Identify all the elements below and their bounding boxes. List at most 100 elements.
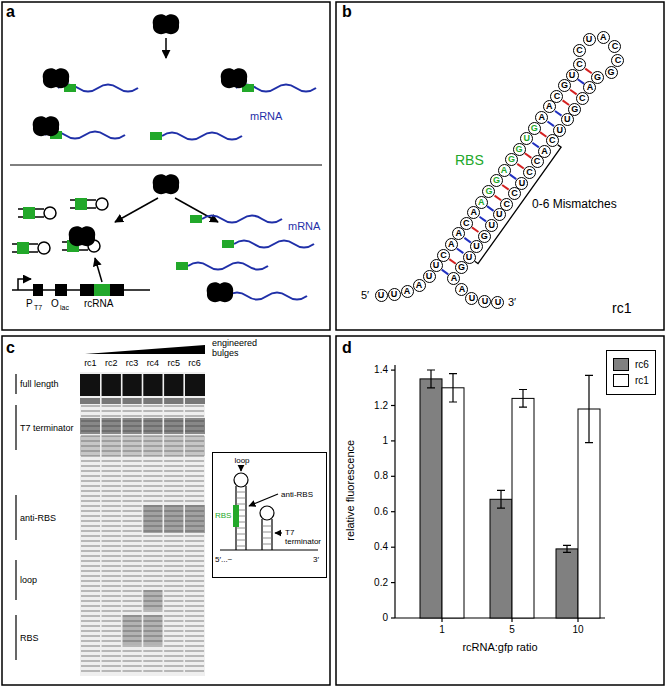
base-pair xyxy=(532,143,539,148)
base-letter: C xyxy=(576,60,583,69)
promoter-label: P xyxy=(26,298,33,310)
base-letter: A xyxy=(416,281,423,290)
base-letter: U xyxy=(469,294,476,303)
nucleotide-circle: U xyxy=(491,296,504,309)
inset-label: T7 terminator xyxy=(285,528,326,546)
inset-label: anti-RBS xyxy=(281,490,313,499)
nucleotide-circle: C xyxy=(573,44,586,57)
base-pair xyxy=(472,227,479,232)
band-label: loop xyxy=(20,575,37,585)
base-letter: U xyxy=(556,126,563,135)
ramp-label: engineered bulges xyxy=(212,338,270,359)
base-letter: A xyxy=(455,229,462,238)
mrna-label: mRNA xyxy=(288,220,320,233)
base-letter: U xyxy=(495,298,502,307)
tick-label: 1.4 xyxy=(352,364,388,376)
inset-box: loopRBSanti-RBST7 terminator5′...~3′ xyxy=(212,452,327,578)
base-letter: C xyxy=(579,94,586,103)
base-letter: C xyxy=(576,46,583,55)
legend-row: rc6 xyxy=(613,358,649,371)
base-letter: C xyxy=(615,56,622,65)
base-letter: A xyxy=(404,287,411,296)
base-letter: G xyxy=(458,263,465,272)
tick-label: 0.4 xyxy=(352,541,388,553)
band-label: anti-RBS xyxy=(20,513,56,523)
nucleotide-circle: U xyxy=(375,289,388,302)
lane-label: rc2 xyxy=(101,358,121,368)
base-letter: G xyxy=(594,73,601,82)
tick-label: 0.8 xyxy=(352,470,388,482)
base-pair xyxy=(510,174,517,179)
tick-label: 1 xyxy=(352,435,388,447)
base-letter: U xyxy=(473,242,480,251)
base-letter: A xyxy=(600,33,607,42)
base-pair xyxy=(442,270,449,275)
base-letter: A xyxy=(451,274,458,283)
base-letter: A xyxy=(546,102,553,111)
end-label: 5′...~ xyxy=(215,555,232,564)
base-letter: G xyxy=(571,105,578,114)
panel-letter: b xyxy=(342,3,352,21)
operator-label: O xyxy=(51,298,59,310)
base-letter: C xyxy=(526,168,533,177)
base-letter: A xyxy=(478,198,485,207)
base-letter: U xyxy=(391,290,398,299)
nucleotide-circle: U xyxy=(423,270,436,283)
nucleotide-circle: U xyxy=(465,292,478,305)
nucleotide-circle: A xyxy=(401,285,414,298)
base-pair xyxy=(563,100,570,105)
base-letter: U xyxy=(378,291,385,300)
panel-letter: a xyxy=(6,3,15,21)
end-label: 5′ xyxy=(361,289,369,302)
tick-label: 1 xyxy=(432,624,452,636)
nucleotide-circle: C xyxy=(573,58,586,71)
end-label: 3′ xyxy=(508,296,516,309)
base-letter: C xyxy=(534,157,541,166)
base-letter: U xyxy=(466,253,473,262)
nucleotide-circle: U xyxy=(388,288,401,301)
base-letter: A xyxy=(459,285,466,294)
legend-text: rc6 xyxy=(635,359,649,370)
axis-title: rcRNA:gfp ratio xyxy=(440,641,560,654)
subscript: T7 xyxy=(34,304,42,312)
base-letter: G xyxy=(481,232,488,241)
band-label: T7 terminator xyxy=(20,423,74,433)
nucleotide-circle: C xyxy=(608,40,621,53)
lane-label: rc5 xyxy=(164,358,184,368)
base-letter: U xyxy=(569,71,576,80)
lane-label: rc4 xyxy=(143,358,163,368)
legend-row: rc1 xyxy=(613,374,649,387)
legend-swatch xyxy=(613,358,629,371)
base-letter: U xyxy=(426,272,433,281)
nucleotide-circle: G xyxy=(482,185,495,198)
base-letter: C xyxy=(612,42,619,51)
base-pair xyxy=(517,164,524,169)
panel-letter: c xyxy=(6,339,15,357)
nucleotide-circle: A xyxy=(445,238,458,251)
base-letter: U xyxy=(564,115,571,124)
inset-label: RBS xyxy=(215,511,231,520)
base-letter: C xyxy=(504,200,511,209)
mrna-label: mRNA xyxy=(250,110,282,123)
base-pair xyxy=(479,217,486,222)
base-letter: C xyxy=(549,136,556,145)
nucleotide-circle: A xyxy=(498,164,511,177)
band-label: full length xyxy=(20,379,59,389)
base-letter: G xyxy=(516,145,523,154)
panel-letter: d xyxy=(342,339,352,357)
base-pair xyxy=(495,196,502,201)
base-letter: G xyxy=(531,124,538,133)
base-letter: U xyxy=(433,261,440,270)
base-letter: U xyxy=(496,210,503,219)
base-pair xyxy=(555,111,562,116)
gene-label: rcRNA xyxy=(84,298,113,310)
bracket-label: 0-6 Mismatches xyxy=(532,198,617,212)
base-pair xyxy=(464,238,471,243)
base-letter: G xyxy=(493,176,500,185)
base-pair xyxy=(449,259,456,264)
axis-title: relative fluorescence xyxy=(344,420,357,560)
tick-label: 1.2 xyxy=(352,400,388,412)
